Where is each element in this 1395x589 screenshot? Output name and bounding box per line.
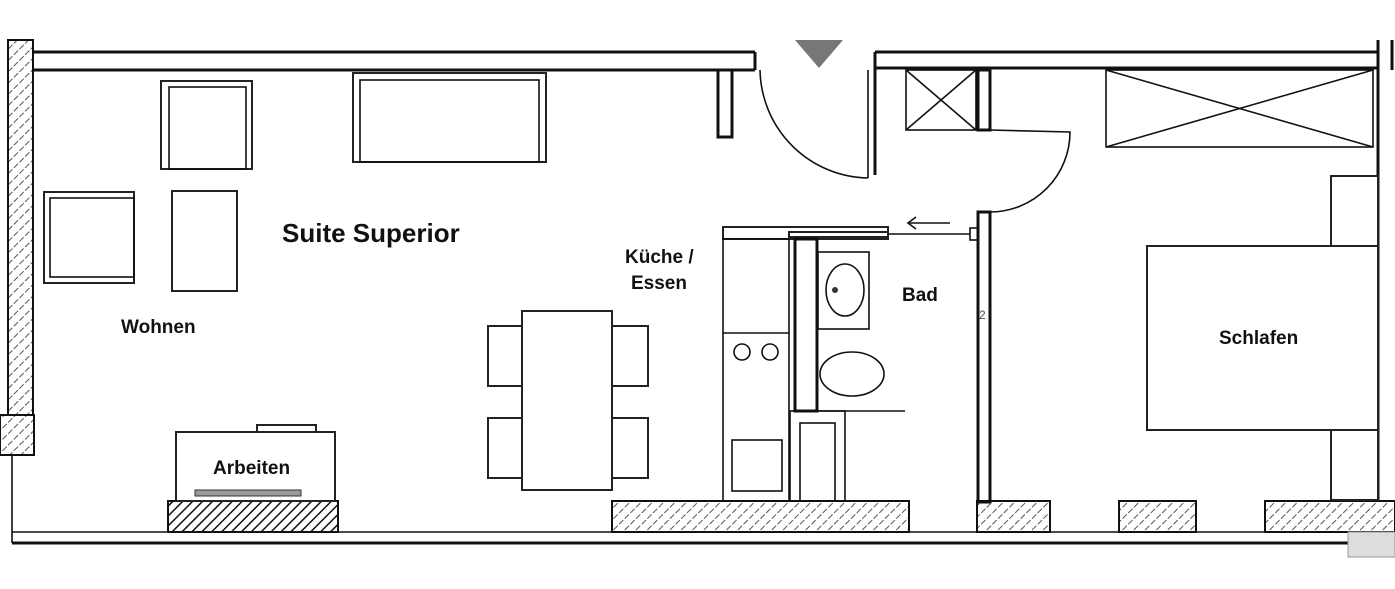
entry-arrow-icon bbox=[795, 40, 843, 68]
entry-door bbox=[759, 40, 869, 179]
room-label-work: Arbeiten bbox=[213, 458, 290, 479]
room-label-kitchen-1: Küche / bbox=[625, 247, 694, 268]
bath-marker: 2 bbox=[979, 308, 986, 322]
room-label-living: Wohnen bbox=[121, 317, 196, 338]
living-furniture bbox=[43, 72, 547, 292]
room-label-bedroom: Schlafen bbox=[1219, 328, 1298, 349]
room-label-kitchen-2: Essen bbox=[631, 273, 687, 294]
desk bbox=[175, 424, 336, 502]
kitchen-unit bbox=[722, 226, 979, 502]
walls bbox=[0, 39, 1395, 558]
bath-fixtures: 2 bbox=[789, 237, 986, 502]
suite-title: Suite Superior bbox=[282, 218, 460, 248]
bedroom-furniture bbox=[905, 69, 1379, 501]
bath-door bbox=[906, 129, 1071, 230]
room-label-bath: Bad bbox=[902, 285, 938, 306]
dining-table bbox=[487, 310, 649, 491]
